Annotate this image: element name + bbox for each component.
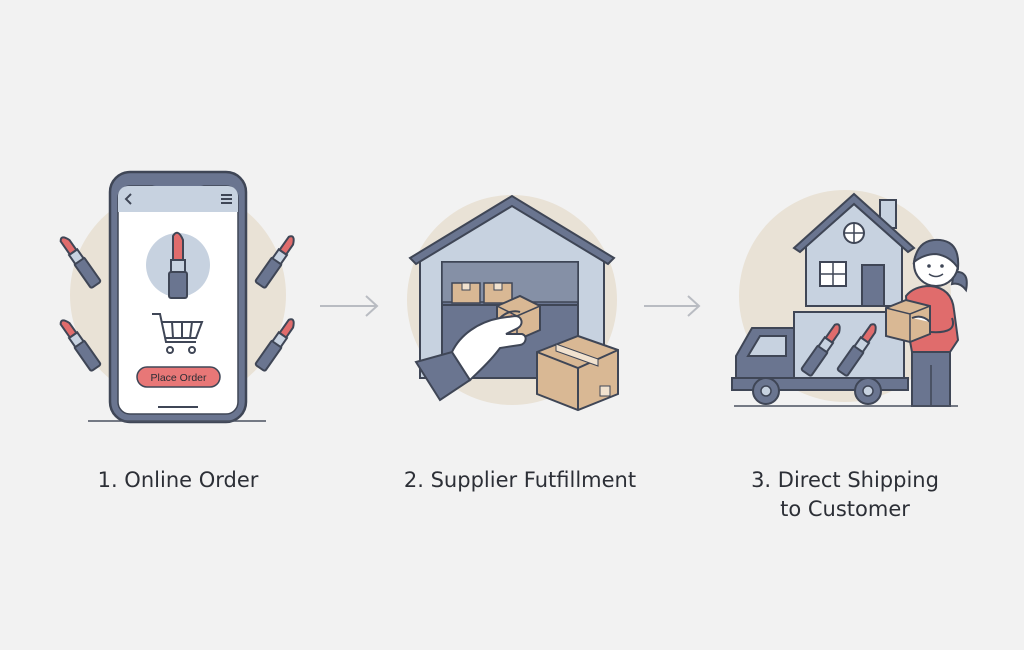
step-3-caption: 3. Direct Shipping to Customer [720, 466, 970, 524]
wheel-icon [752, 377, 780, 405]
step-1-title: 1. Online Order [97, 468, 259, 492]
wheel-icon [854, 377, 882, 405]
step-2-caption: 2. Supplier Futfillment [370, 466, 670, 495]
back-chevron-icon [124, 193, 132, 205]
step-2-illustration [407, 194, 619, 412]
arrow-right-icon [644, 295, 701, 317]
delivery-truck-icon [731, 311, 909, 405]
cardboard-box-icon [885, 298, 931, 344]
shopping-cart-icon [152, 313, 204, 354]
step-2-title: 2. Supplier Futfillment [403, 468, 637, 492]
place-order-label: Place Order [150, 372, 207, 384]
house-icon [792, 192, 916, 307]
step-1-illustration: Place Order [56, 170, 300, 424]
arrow-right-icon [320, 295, 379, 317]
hand-icon [414, 310, 527, 402]
cardboard-box-icon [536, 334, 619, 412]
cardboard-box-icon [483, 282, 513, 304]
lipstick-icon [168, 231, 188, 299]
menu-icon [221, 194, 232, 204]
place-order-button[interactable]: Place Order [136, 366, 221, 388]
step-3-title-line-1: 3. Direct Shipping [751, 468, 939, 492]
phone-icon: Place Order [108, 170, 248, 424]
cardboard-box-icon [451, 282, 481, 304]
step-3-title-line-2: to Customer [780, 497, 910, 521]
step-1-caption: 1. Online Order [60, 466, 296, 495]
step-3-illustration [731, 190, 968, 407]
customer-person-icon [885, 238, 968, 407]
